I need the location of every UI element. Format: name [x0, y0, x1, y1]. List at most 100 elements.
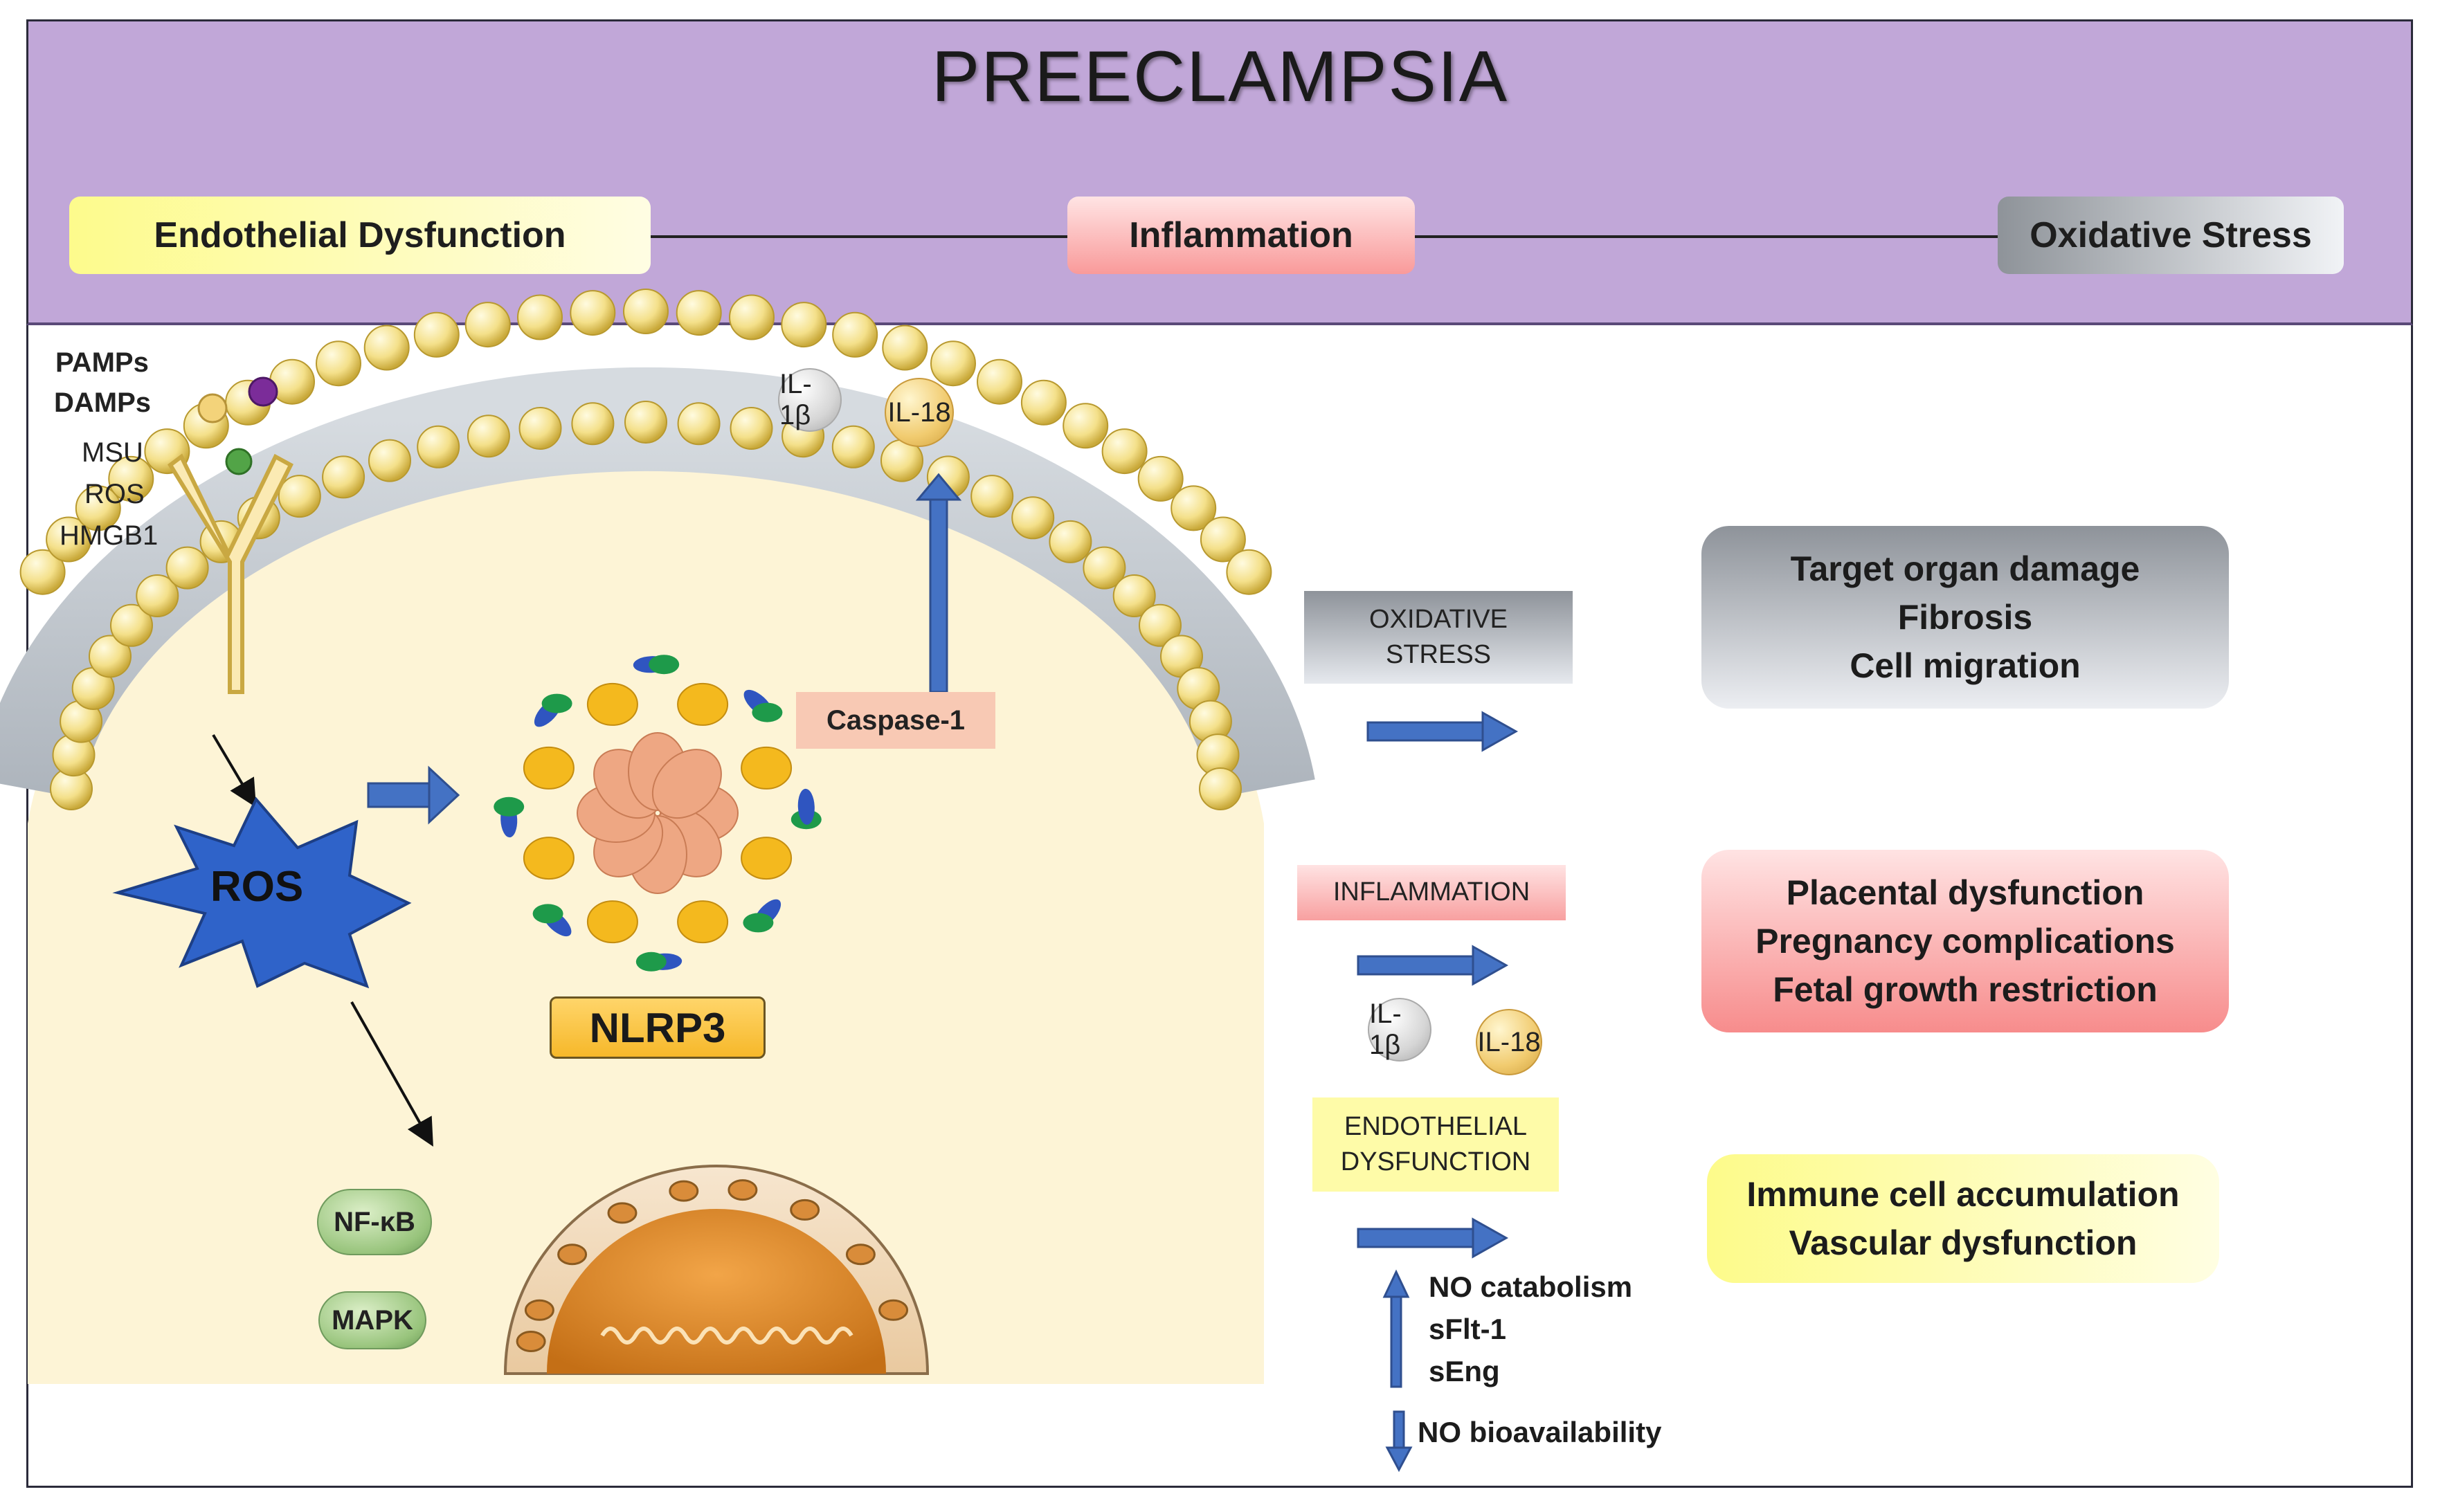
- outcome-placental-dysfunction: Placental dysfunction: [1786, 873, 2144, 912]
- marker-sflt-1: sFlt-1: [1429, 1312, 1507, 1345]
- il1b-bead-right: IL-1β: [1368, 998, 1431, 1062]
- lipid-head-inner: [1083, 546, 1126, 590]
- lipid-head-inner: [1011, 496, 1055, 540]
- nlrp3-nacht-domain: [523, 746, 575, 790]
- receptor-to-ros-arrow: [212, 734, 257, 808]
- outcome-vascular-dysfunction: Vascular dysfunction: [1789, 1223, 2138, 1262]
- nlrp3-label: NLRP3: [550, 996, 766, 1059]
- endothelial-dysfunction-chip: Endothelial Dysfunction: [69, 197, 651, 274]
- lipid-head-inner: [571, 402, 615, 446]
- mapk-pill: MAPK: [318, 1291, 426, 1349]
- nlrp3-nacht-domain: [741, 746, 793, 790]
- lipid-head-outer: [316, 340, 361, 387]
- title-banner: [26, 19, 2413, 325]
- nfkb-pill: NF-κB: [317, 1189, 432, 1255]
- nuclear-pore: [516, 1331, 546, 1352]
- pamps-label: PAMPs: [55, 347, 149, 378]
- ros-to-nlrp3-arrow: [367, 765, 460, 825]
- inflammation-box: INFLAMMATION: [1297, 865, 1566, 920]
- nuclear-pore: [669, 1180, 699, 1202]
- il1b-bead: IL-1β: [778, 368, 842, 432]
- nlrp3-inflammasome: [494, 655, 822, 972]
- nlrp3-card-domain: [743, 913, 774, 933]
- lipid-head-outer: [464, 302, 511, 348]
- down-arrow: [1385, 1410, 1413, 1473]
- lipid-head-outer: [1137, 455, 1184, 502]
- nucleus: [503, 1165, 930, 1375]
- nuclear-pore: [607, 1202, 638, 1224]
- lipid-head-outer: [517, 294, 563, 340]
- outcome-box-placental: Placental dysfunction Pregnancy complica…: [1701, 850, 2229, 1032]
- lipid-head-inner: [677, 402, 721, 446]
- pamp-ball-yellow: [197, 393, 228, 423]
- lipid-head-outer: [1171, 485, 1217, 531]
- nlrp3-nacht-domain: [677, 900, 729, 944]
- nlrp3-pyd-domain: [797, 788, 815, 825]
- damp-ball-green: [225, 448, 253, 475]
- nlrp3-card-domain: [532, 904, 563, 924]
- lipid-head-outer: [1063, 403, 1109, 449]
- ros-to-nucleus-arrow: [350, 1001, 433, 1147]
- nlrp3-nacht-domain: [523, 837, 575, 880]
- up-arrow: [1382, 1269, 1410, 1388]
- lipid-head-outer: [363, 325, 410, 371]
- outcome-fetal-growth-restriction: Fetal growth restriction: [1773, 970, 2158, 1009]
- lipid-head-outer: [46, 516, 92, 563]
- lipid-head-outer: [75, 485, 121, 531]
- endothelial-dysfunction-box: ENDOTHELIAL DYSFUNCTION: [1312, 1097, 1559, 1192]
- damps-label: DAMPs: [54, 388, 152, 418]
- oxidative-stress-chip: Oxidative Stress: [1998, 197, 2344, 274]
- lipid-head-inner: [970, 475, 1014, 518]
- lipid-head-outer: [108, 455, 154, 502]
- lipid-head-outer: [930, 340, 976, 387]
- lipid-head-inner: [136, 574, 179, 617]
- nlrp3-nacht-domain: [586, 682, 638, 726]
- nuclear-pore: [728, 1179, 758, 1201]
- inflammation-box-label: INFLAMMATION: [1332, 877, 1530, 907]
- membrane-inner-heads: [50, 401, 1242, 810]
- lipid-head-outer: [781, 302, 827, 348]
- lipid-head-inner: [165, 546, 209, 590]
- lipid-head-outer: [1200, 516, 1246, 563]
- nlrp3-nacht-domain: [677, 682, 729, 726]
- outcome-fibrosis: Fibrosis: [1897, 598, 2033, 637]
- marker-seng: sEng: [1429, 1354, 1500, 1387]
- nuclear-pore: [790, 1199, 820, 1221]
- endothelial-arrow: [1357, 1217, 1509, 1259]
- nlrp3-card-domain: [494, 796, 525, 817]
- outcome-box-organ-damage: Target organ damage Fibrosis Cell migrat…: [1701, 526, 2229, 709]
- nuclear-pore: [845, 1244, 876, 1266]
- page-title: PREECLAMPSIA: [931, 37, 1509, 117]
- lipid-head-inner: [518, 407, 562, 450]
- lipid-head-inner: [417, 425, 460, 468]
- nlrp3-card-domain: [752, 702, 783, 722]
- oxidative-arrow: [1366, 711, 1519, 752]
- il18-bead-right: IL-18: [1476, 1009, 1542, 1075]
- lipid-head-inner: [1112, 574, 1156, 617]
- marker-no-bioavailability: NO bioavailability: [1418, 1416, 1662, 1448]
- lipid-head-outer: [623, 289, 669, 334]
- ros-starburst: [112, 796, 412, 989]
- lipid-head-outer: [1101, 428, 1148, 475]
- pamp-ball-purple: [248, 376, 278, 407]
- lipid-head-inner: [278, 475, 321, 518]
- nlrp3-card-domain: [635, 951, 667, 972]
- oxidative-stress-line-2: STRESS: [1385, 640, 1492, 669]
- lipid-head-outer: [882, 325, 928, 371]
- ros-label: ROS: [84, 479, 145, 509]
- inflammation-chip: Inflammation: [1067, 197, 1415, 274]
- lipid-head-outer: [1020, 379, 1067, 426]
- nlrp3-card-domain: [541, 693, 572, 713]
- nlrp3-nacht-domain: [586, 900, 638, 944]
- lipid-head-inner: [1049, 520, 1092, 563]
- lipid-head-inner: [467, 415, 510, 458]
- lipid-head-outer: [676, 290, 722, 336]
- lipid-head-inner: [89, 635, 132, 678]
- lipid-head-inner: [1199, 767, 1242, 810]
- nuclear-pore: [524, 1299, 554, 1321]
- lipid-head-inner: [624, 401, 667, 444]
- outcome-immune-cell-accumulation: Immune cell accumulation: [1746, 1175, 2180, 1214]
- membrane-outer-heads: [19, 289, 1272, 595]
- nuclear-pore: [878, 1299, 909, 1321]
